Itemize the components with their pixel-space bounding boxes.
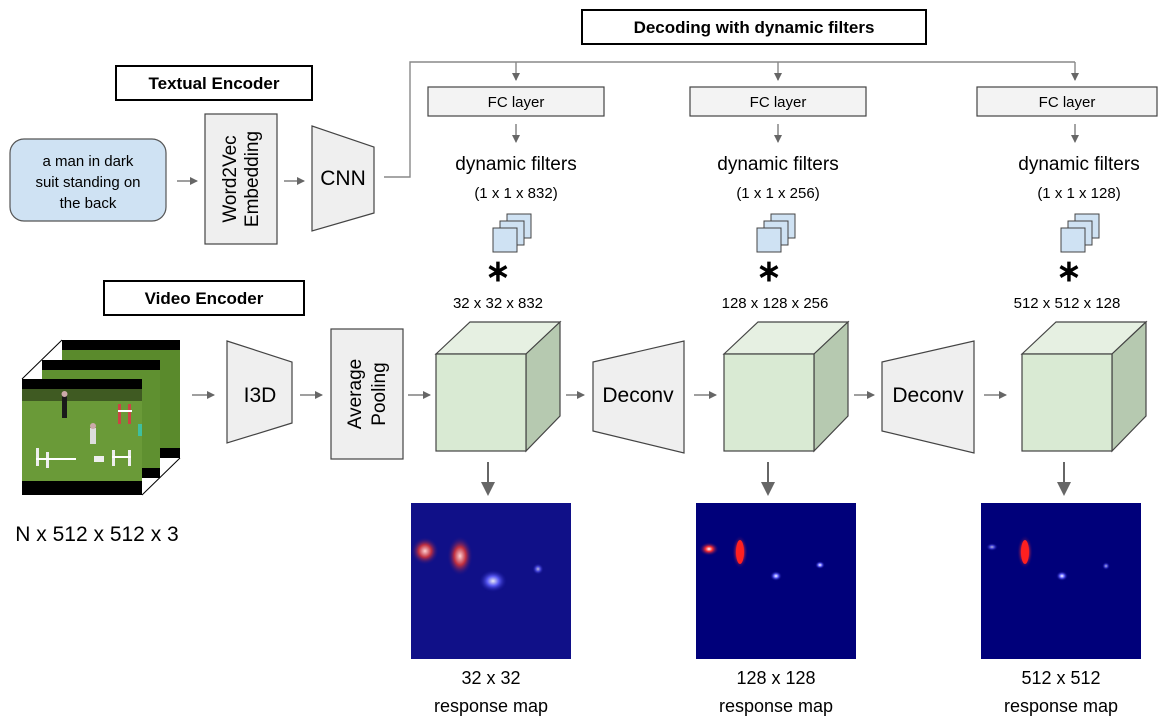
- deconv-2-block: Deconv: [881, 340, 975, 454]
- feature-cube-3: [1020, 320, 1148, 453]
- conv-operator-1: ∗: [485, 255, 510, 288]
- conv-operator-3: ∗: [1056, 255, 1081, 288]
- stage-2: FC layer dynamic filters (1 x 1 x 256) ∗…: [689, 86, 867, 312]
- dynamic-filters-1-label: dynamic filters: [455, 154, 576, 175]
- dynamic-filters-3-label: dynamic filters: [1018, 154, 1139, 175]
- response-map-1: [411, 503, 571, 659]
- cnn-block: CNN: [311, 125, 375, 232]
- video-encoder-title: Video Encoder: [145, 289, 264, 308]
- response-map-2: [696, 503, 856, 659]
- feature-cube-2: [722, 320, 850, 453]
- video-encoder-title-box: Video Encoder: [103, 280, 305, 316]
- video-size-label: N x 512 x 512 x 3: [15, 523, 178, 546]
- filter-stack-2-icon: [756, 213, 796, 253]
- response-map-3: [981, 503, 1141, 659]
- i3d-block: I3D: [226, 340, 293, 444]
- cnn-label: CNN: [320, 167, 366, 190]
- stage-1: FC layer dynamic filters (1 x 1 x 832) ∗…: [427, 86, 605, 312]
- fc-layer-3-label: FC layer: [1039, 94, 1096, 111]
- decoding-title-box: Decoding with dynamic filters: [581, 9, 927, 45]
- query-line-1: a man in dark: [43, 153, 134, 170]
- average-pooling-block: Average Pooling: [330, 328, 404, 460]
- query-line-3: the back: [60, 195, 117, 212]
- text-feature-bus: [384, 61, 1079, 178]
- filter-stack-1-icon: [492, 213, 532, 253]
- dynamic-filters-2-label: dynamic filters: [717, 154, 838, 175]
- textual-encoder-title-box: Textual Encoder: [115, 65, 313, 101]
- map-1-size: 32 x 32: [461, 668, 520, 688]
- word2vec-block: Word2Vec Embedding: [204, 113, 278, 245]
- deconv-1-label: Deconv: [602, 384, 674, 407]
- word2vec-line-2: Embedding: [242, 131, 263, 227]
- feature-size-1: 32 x 32 x 832: [453, 295, 543, 312]
- feature-cube-1: [434, 320, 562, 453]
- stage-3: FC layer dynamic filters (1 x 1 x 128) ∗…: [976, 86, 1158, 312]
- filter-size-2: (1 x 1 x 256): [736, 185, 819, 202]
- pooling-line-2: Pooling: [369, 362, 390, 425]
- map-3-size: 512 x 512: [1021, 668, 1100, 688]
- decoding-title: Decoding with dynamic filters: [634, 18, 875, 37]
- filter-size-1: (1 x 1 x 832): [474, 185, 557, 202]
- map-2-size: 128 x 128: [736, 668, 815, 688]
- video-frames-stack: [21, 339, 181, 496]
- filter-size-3: (1 x 1 x 128): [1037, 185, 1120, 202]
- map-1-label: response map: [434, 696, 548, 716]
- fc-layer-1-label: FC layer: [488, 94, 545, 111]
- i3d-label: I3D: [244, 384, 277, 407]
- feature-size-3: 512 x 512 x 128: [1014, 295, 1121, 312]
- query-sentence-box: a man in dark suit standing on the back: [9, 138, 167, 222]
- word2vec-line-1: Word2Vec: [220, 135, 241, 222]
- pooling-line-1: Average: [345, 359, 366, 429]
- textual-encoder-title: Textual Encoder: [149, 74, 280, 93]
- map-3-label: response map: [1004, 696, 1118, 716]
- feature-size-2: 128 x 128 x 256: [722, 295, 829, 312]
- map-2-label: response map: [719, 696, 833, 716]
- fc-layer-2-label: FC layer: [750, 94, 807, 111]
- conv-operator-2: ∗: [756, 255, 781, 288]
- filter-stack-3-icon: [1060, 213, 1100, 253]
- deconv-2-label: Deconv: [892, 384, 964, 407]
- deconv-1-block: Deconv: [592, 340, 685, 454]
- query-line-2: suit standing on: [35, 174, 140, 191]
